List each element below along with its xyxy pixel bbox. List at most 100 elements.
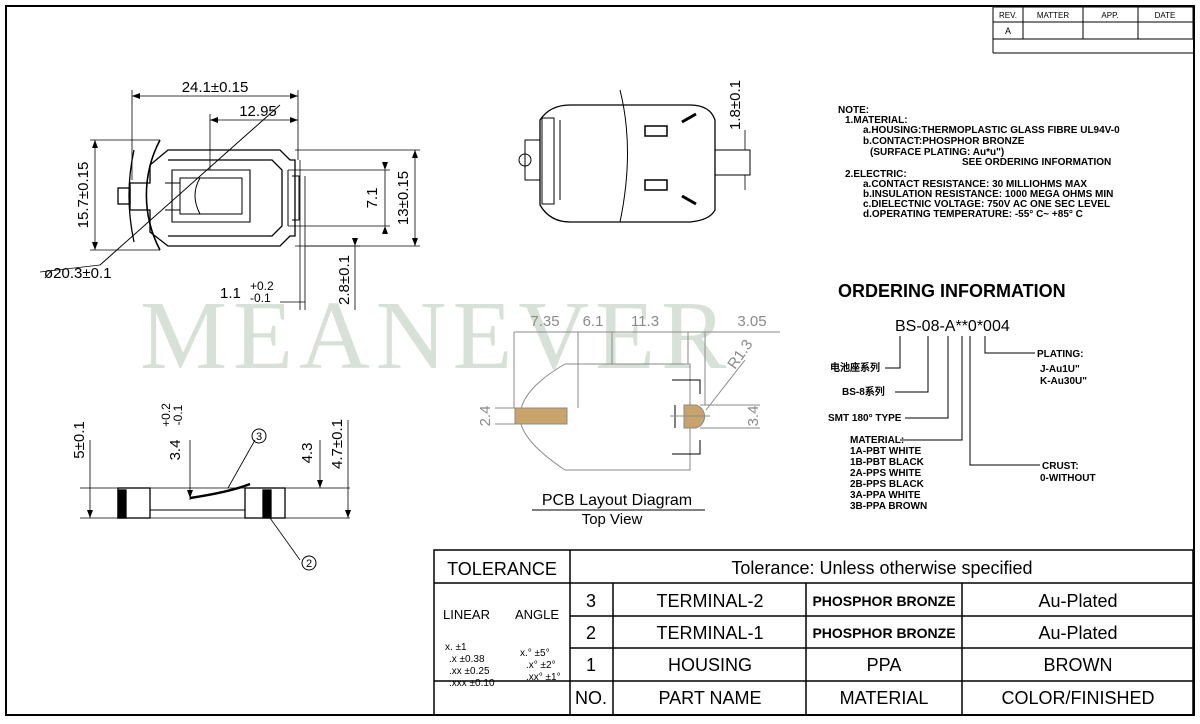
dim-diameter: ø20.3±0.1 <box>44 265 111 282</box>
ordering-title: ORDERING INFORMATION <box>838 281 1066 301</box>
tolerance-label: TOLERANCE <box>447 559 557 579</box>
app-header: APP. <box>1101 11 1118 20</box>
note-line-0: 1.MATERIAL: <box>845 115 908 126</box>
pcb-dim-2: 11.3 <box>631 313 659 330</box>
ordering-material-3: 2B-PPS BLACK <box>850 479 925 490</box>
dim-3-4: 3.4 <box>167 440 184 461</box>
angle-2: .xx° ±1° <box>526 672 561 683</box>
pcb-right-height: 3.4 <box>745 406 762 427</box>
pcb-layout-drawing <box>495 331 780 471</box>
dim-4-7: 4.7±0.1 <box>329 419 346 469</box>
tolerance-header-note: Tolerance: Unless otherwise specified <box>731 558 1032 578</box>
ordering-crust-title: CRUST: <box>1042 461 1079 472</box>
row-1-part: HOUSING <box>668 655 752 675</box>
tolerance-table: TOLERANCE Tolerance: Unless otherwise sp… <box>433 549 1194 716</box>
note-line-6: a.CONTACT RESISTANCE: 30 MILLIOHMS MAX <box>863 179 1087 190</box>
pcb-subtitle: Top View <box>582 511 643 528</box>
dim-1-8: 1.8±0.1 <box>727 80 744 130</box>
dim-7-1: 7.1 <box>364 188 381 209</box>
dim-height-left: 15.7±0.15 <box>75 162 92 229</box>
linear-0: x. ±1 <box>445 642 467 653</box>
notes-title: NOTE: <box>838 105 869 116</box>
linear-3: .xxx ±0.10 <box>449 678 495 689</box>
header-material: MATERIAL <box>840 688 929 708</box>
ordering-series-cn: 电池座系列 <box>830 361 880 374</box>
ordering-crust-0: 0-WITHOUT <box>1040 473 1096 484</box>
pcb-dim-1: 6.1 <box>583 313 604 330</box>
callout-2-circle <box>301 555 317 571</box>
pcb-left-height: 2.4 <box>477 406 494 427</box>
row-1-no: 1 <box>586 655 596 675</box>
ordering-material-5: 3B-PPA BROWN <box>850 501 927 512</box>
row-3-finish: Au-Plated <box>1038 591 1117 611</box>
ordering-info-block: ORDERING INFORMATION BS-08-A**0*004 电池座系… <box>828 281 1096 512</box>
pcb-title: PCB Layout Diagram <box>542 492 692 509</box>
row-1-finish: BROWN <box>1044 655 1113 675</box>
row-2-material: PHOSPHOR BRONZE <box>812 625 955 641</box>
front-view-arrows <box>87 480 351 518</box>
pcb-dim-0: 7.35 <box>530 313 559 330</box>
ordering-plating-0: J-Au1U" <box>1040 364 1080 375</box>
linear-2: .xx ±0.25 <box>449 666 490 677</box>
ordering-smt: SMT 180° TYPE <box>828 413 902 424</box>
dim-13: 13±0.15 <box>395 171 412 225</box>
note-line-4: SEE ORDERING INFORMATION <box>962 157 1111 168</box>
dim-4-3: 4.3 <box>299 443 316 464</box>
linear-1: .x ±0.38 <box>449 654 485 665</box>
callout-3-circle <box>251 428 267 444</box>
revision-block: REV. MATTER APP. DATE A <box>992 6 1194 54</box>
matter-header: MATTER <box>1037 11 1070 20</box>
side-view-drawing <box>39 90 420 310</box>
dim-2-8: 2.8±0.1 <box>336 255 353 305</box>
dim-width-inner: 12.95 <box>239 103 277 120</box>
front-view-drawing <box>80 420 350 561</box>
note-line-3: (SURFACE PLATING: Au*u") <box>870 147 1004 158</box>
row-3-part: TERMINAL-2 <box>656 591 763 611</box>
ordering-plating-title: PLATING: <box>1037 349 1083 360</box>
note-line-1: a.HOUSING:THERMOPLASTIC GLASS FIBRE UL94… <box>863 125 1120 136</box>
dim-1-1-minus: -0.1 <box>250 291 271 305</box>
note-line-7: b.INSULATION RESISTANCE: 1000 MEGA OHMS … <box>863 189 1113 200</box>
ordering-material-1: 1B-PBT BLACK <box>850 457 925 468</box>
notes-block: NOTE: 1.MATERIAL: a.HOUSING:THERMOPLASTI… <box>838 105 1120 220</box>
row-2-part: TERMINAL-1 <box>656 623 763 643</box>
ordering-material-4: 3A-PPA WHITE <box>850 490 921 501</box>
dim-width-total: 24.1±0.15 <box>182 79 249 96</box>
row-3-no: 3 <box>586 591 596 611</box>
rev-value: A <box>1005 26 1011 36</box>
linear-label: LINEAR <box>443 607 490 622</box>
angle-label: ANGLE <box>515 607 559 622</box>
date-header: DATE <box>1155 11 1176 20</box>
pcb-dim-3: 3.05 <box>737 313 766 330</box>
row-2-no: 2 <box>586 623 596 643</box>
header-part-name: PART NAME <box>658 688 761 708</box>
header-color-finished: COLOR/FINISHED <box>1001 688 1154 708</box>
side-view-arrows <box>92 93 418 250</box>
watermark-text: MEANEVER <box>140 282 732 390</box>
note-line-5: 2.ELECTRIC: <box>845 169 907 180</box>
row-3-material: PHOSPHOR BRONZE <box>812 593 955 609</box>
note-line-8: c.DIELECTNIC VOLTAGE: 750V AC ONE SEC LE… <box>863 199 1110 210</box>
note-line-2: b.CONTACT:PHOSPHOR BRONZE <box>863 136 1025 147</box>
angle-0: x.° ±5° <box>520 648 550 659</box>
ordering-bs8: BS-8系列 <box>842 385 885 398</box>
ordering-plating-1: K-Au30U" <box>1040 376 1087 387</box>
dim-5: 5±0.1 <box>71 421 88 458</box>
ordering-material-2: 2A-PPS WHITE <box>850 468 921 479</box>
callout-2: 2 <box>306 558 312 570</box>
dim-3-4-minus: -0.1 <box>171 404 185 425</box>
ordering-material-0: 1A-PBT WHITE <box>850 446 921 457</box>
ordering-material-title: MATERIAL: <box>850 435 904 446</box>
row-2-finish: Au-Plated <box>1038 623 1117 643</box>
dim-1-1-plus: +0.2 <box>250 279 274 293</box>
note-line-9: d.OPERATING TEMPERATURE: -55° C~ +85° C <box>863 209 1083 220</box>
ordering-code: BS-08-A**0*004 <box>895 318 1010 335</box>
top-view-drawing <box>518 89 751 223</box>
dim-3-4-plus: +0.2 <box>159 403 173 427</box>
dim-1-1: 1.1 <box>220 285 241 302</box>
row-1-material: PPA <box>867 655 902 675</box>
angle-1: .x° ±2° <box>526 660 556 671</box>
callout-3: 3 <box>256 431 262 443</box>
